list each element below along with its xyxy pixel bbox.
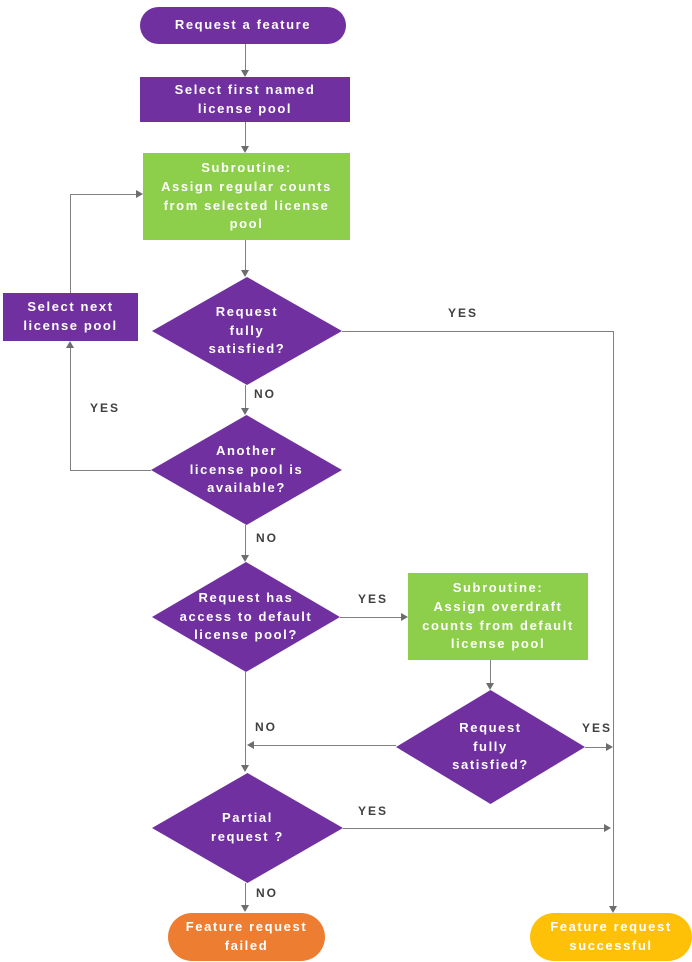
start-terminator-label: Request a feature xyxy=(174,17,312,33)
connector-subroutine2-to-decision4 xyxy=(490,660,491,684)
edge-label-yes: YES xyxy=(582,721,613,735)
arrowhead-down-icon xyxy=(241,146,249,153)
arrowhead-right-icon xyxy=(136,190,143,198)
arrowhead-right-icon xyxy=(401,613,408,621)
connector-decision3-yes xyxy=(340,617,402,618)
feature-request-successful-terminator: Feature request successful xyxy=(530,913,692,961)
edge-label-no: NO xyxy=(256,531,278,545)
select-first-pool-label: Select first named license pool xyxy=(174,81,316,116)
arrowhead-down-icon xyxy=(609,906,617,913)
edge-label-no: NO xyxy=(254,387,276,401)
assign-regular-counts-label: Subroutine: Assign regular counts from s… xyxy=(161,159,332,232)
connector-decision4-yes xyxy=(585,747,607,748)
select-next-pool-label: Select next license pool xyxy=(23,299,118,333)
connector-decision4-no xyxy=(254,745,396,746)
feature-request-failed-terminator: Feature request failed xyxy=(168,913,325,961)
edge-label-yes: YES xyxy=(448,306,479,320)
access-default-pool-label: Request has access to default license po… xyxy=(179,589,313,643)
edge-label-no: NO xyxy=(256,886,278,900)
arrowhead-up-icon xyxy=(66,341,74,348)
another-pool-available-label: Another license pool is available? xyxy=(189,442,304,496)
arrowhead-down-icon xyxy=(241,765,249,772)
connector-right-rail xyxy=(613,331,614,906)
request-fully-satisfied-2-decision: Request fully satisfied? xyxy=(396,690,585,804)
connector-decision5-no xyxy=(245,883,246,906)
select-first-pool-step: Select first named license pool xyxy=(140,77,350,122)
arrowhead-down-icon xyxy=(241,408,249,415)
another-pool-available-decision: Another license pool is available? xyxy=(151,415,342,525)
connector-select-first-to-subroutine xyxy=(245,122,246,147)
request-fully-satisfied-label: Request fully satisfied? xyxy=(208,303,286,357)
edge-label-yes: YES xyxy=(358,592,389,606)
feature-request-failed-label: Feature request failed xyxy=(185,919,308,953)
edge-label-yes: YES xyxy=(90,401,121,415)
connector-decision1-yes xyxy=(342,331,614,332)
partial-request-label: Partial request ? xyxy=(211,810,284,844)
edge-label-yes: YES xyxy=(358,804,389,818)
arrowhead-down-icon xyxy=(241,270,249,277)
arrowhead-down-icon xyxy=(241,70,249,77)
connector-subroutine-to-decision1 xyxy=(245,240,246,271)
feature-request-successful-label: Feature request successful xyxy=(550,919,672,953)
arrowhead-down-icon xyxy=(241,555,249,562)
assign-regular-counts-subroutine: Subroutine: Assign regular counts from s… xyxy=(143,153,350,240)
connector-decision3-no xyxy=(245,672,246,766)
start-terminator: Request a feature xyxy=(140,7,346,44)
connector-decision2-yes-h xyxy=(70,470,151,471)
assign-overdraft-counts-subroutine: Subroutine: Assign overdraft counts from… xyxy=(408,573,588,660)
assign-overdraft-counts-label: Subroutine: Assign overdraft counts from… xyxy=(422,579,574,652)
arrowhead-down-icon xyxy=(486,683,494,690)
connector-start-to-select-first xyxy=(245,44,246,71)
request-fully-satisfied-2-label: Request fully satisfied? xyxy=(452,719,529,773)
connector-select-next-loop-v xyxy=(70,194,71,293)
connector-decision2-yes-v xyxy=(70,347,71,470)
select-next-pool-step: Select next license pool xyxy=(3,293,138,341)
arrowhead-right-icon xyxy=(604,824,611,832)
connector-decision5-yes xyxy=(343,828,605,829)
connector-decision1-no xyxy=(245,385,246,409)
partial-request-decision: Partial request ? xyxy=(152,773,343,883)
arrowhead-down-icon xyxy=(241,905,249,912)
connector-decision2-no xyxy=(245,525,246,556)
edge-label-no: NO xyxy=(255,720,277,734)
arrowhead-right-icon xyxy=(606,743,613,751)
access-default-pool-decision: Request has access to default license po… xyxy=(152,562,340,672)
request-fully-satisfied-decision: Request fully satisfied? xyxy=(152,277,342,385)
arrowhead-left-icon xyxy=(247,741,254,749)
connector-select-next-loop-h xyxy=(70,194,137,195)
